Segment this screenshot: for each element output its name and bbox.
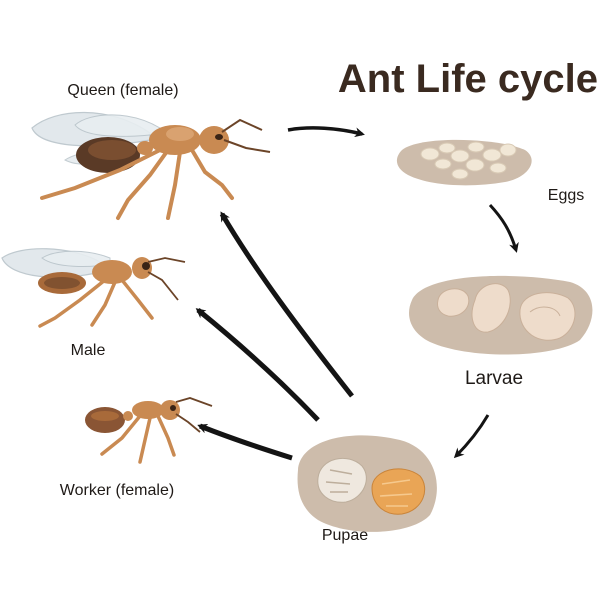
queen-ant-illustration <box>32 112 270 218</box>
larvae-label: Larvae <box>465 368 523 389</box>
pupae-illustration <box>298 435 437 532</box>
worker-label: Worker (female) <box>60 482 174 499</box>
arrow-pupae-to-queen <box>222 214 352 396</box>
eggs-illustration <box>397 140 532 185</box>
arrow-eggs-to-larvae <box>490 205 516 250</box>
arrow-pupae-to-worker <box>200 426 292 458</box>
larvae-illustration <box>409 276 592 355</box>
arrow-queen-to-eggs <box>288 128 362 134</box>
queen-label: Queen (female) <box>67 82 178 99</box>
worker-ant-illustration <box>85 398 212 462</box>
arrow-larvae-to-pupae <box>456 415 488 456</box>
pupae-label: Pupae <box>322 527 368 544</box>
male-ant-illustration <box>2 249 185 326</box>
eggs-label: Eggs <box>548 187 584 204</box>
diagram-title: Ant Life cycle <box>338 57 598 101</box>
male-label: Male <box>71 342 106 359</box>
